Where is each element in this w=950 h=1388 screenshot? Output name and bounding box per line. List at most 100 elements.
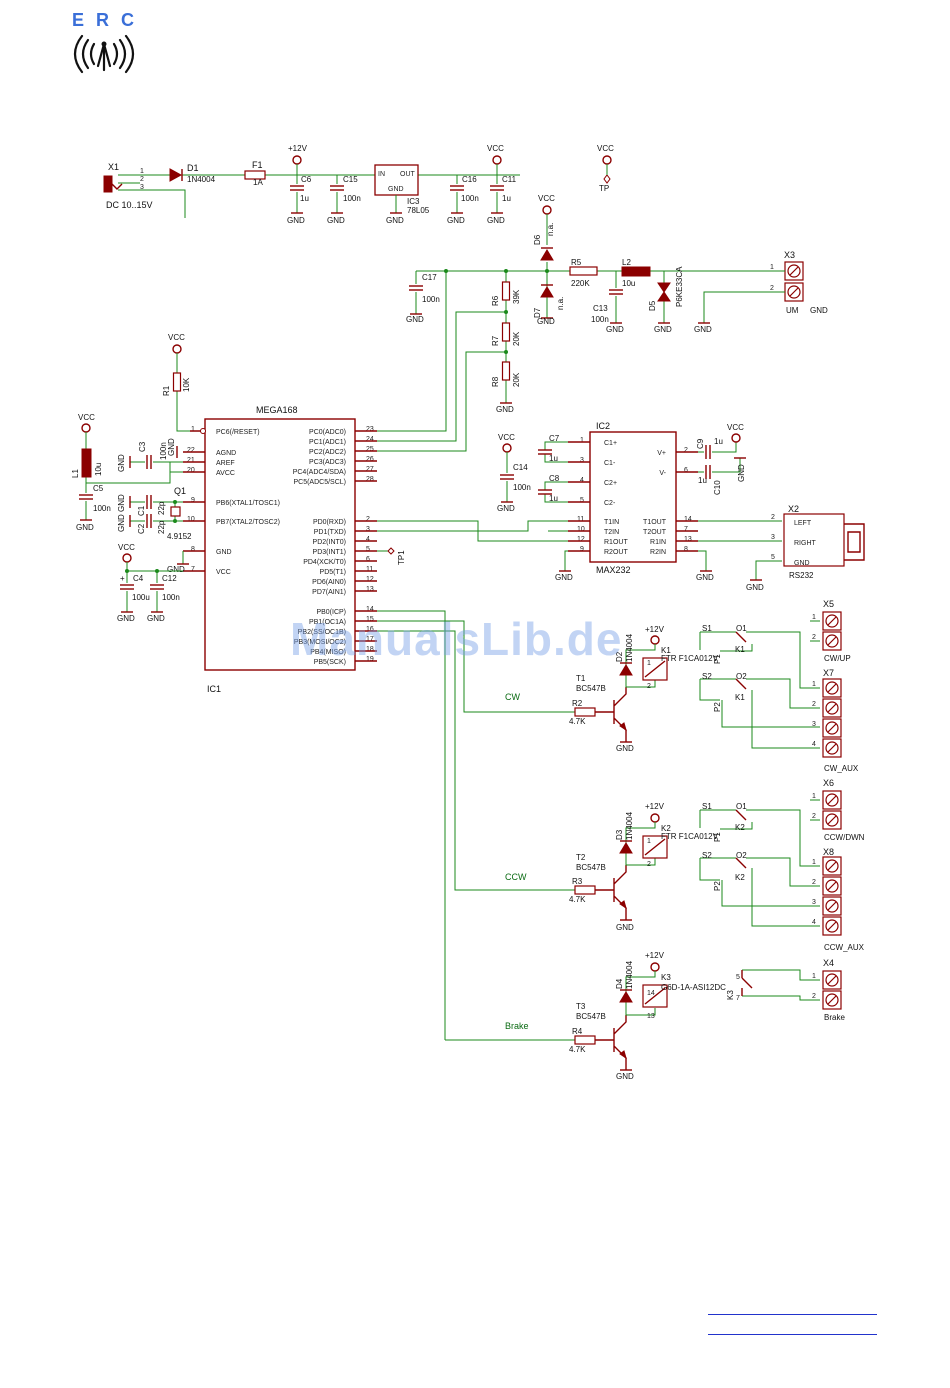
gnd-c12: GND <box>147 614 165 623</box>
c2-value: 22p <box>157 520 166 534</box>
mcu-pin-num-12: 12 <box>366 576 374 583</box>
x2-gnd: GND <box>794 560 810 567</box>
relay-brake-section: Brake R4 4.7K T3 BC547B GND +12V D4 1N40… <box>445 951 845 1081</box>
mcu-pin-num-28: 28 <box>366 476 374 483</box>
d4-ref: D4 <box>615 978 624 989</box>
power-supply-section: X1 DC 10..15V 1 2 3 D1 1N4004 F1 1A +12V… <box>103 144 614 225</box>
mcu-pin-name-pb0: PB0(ICP) <box>316 609 346 616</box>
gnd-c16: GND <box>447 216 465 225</box>
mcu-right-pins: PC0(ADC0) PC1(ADC1) PC2(ADC2) PC3(ADC3) … <box>293 426 374 666</box>
c14-ref: C14 <box>513 463 528 472</box>
max-pin-num-13: 13 <box>684 536 692 543</box>
x7-pin-4: 4 <box>812 741 816 748</box>
x1-pin-2: 2 <box>140 176 144 183</box>
gnd-t1: GND <box>616 744 634 753</box>
dc-jack-x1 <box>103 175 113 193</box>
d6-value: n.a. <box>546 223 555 236</box>
max-pin-num-9: 9 <box>580 546 584 553</box>
vcc-label-r1: VCC <box>168 333 185 342</box>
x8-ref: X8 <box>823 847 834 857</box>
t3-ref: T3 <box>576 1002 586 1011</box>
x5-pin-1: 1 <box>812 614 816 621</box>
d7-value: n.a. <box>556 297 565 310</box>
r4-value: 4.7K <box>569 1045 586 1054</box>
mcu-pin-name-pb5: PB5(SCK) <box>314 659 346 666</box>
k3-contact-pin-7: 7 <box>736 995 740 1002</box>
x6-label: CCW/DWN <box>824 833 865 842</box>
gnd-c14: GND <box>497 504 515 513</box>
k1-o1: O1 <box>736 624 747 633</box>
diode-d1 <box>169 168 183 182</box>
mcu-pin-name-agnd: AGND <box>216 450 236 457</box>
gnd-agnd: GND <box>167 438 176 456</box>
r7-value: 20K <box>512 331 521 346</box>
ic2-value: MAX232 <box>596 565 631 575</box>
mcu-pin-name-pd6: PD6(AIN0) <box>312 579 346 586</box>
microcontroller-section: MEGA168 IC1 PC6(/RESET) AGND AREF AVCC P… <box>71 333 406 694</box>
mcu-pin-name-pd5: PD5(T1) <box>320 569 346 576</box>
mcu-pin-name-aref: AREF <box>216 460 235 467</box>
x4-ref: X4 <box>823 958 834 968</box>
k1-s1: S1 <box>702 624 712 633</box>
footer-link-line-1[interactable] <box>708 1314 877 1315</box>
r7-ref: R7 <box>491 335 500 346</box>
r3-value: 4.7K <box>569 895 586 904</box>
c10-ref: C10 <box>713 480 722 495</box>
k1-o2: O2 <box>736 672 747 681</box>
mcu-pin-num-19: 19 <box>366 656 374 663</box>
r5-value: 220K <box>571 279 590 288</box>
x8-pin-2: 2 <box>812 879 816 886</box>
x1-label: DC 10..15V <box>106 200 153 210</box>
tp1-label: TP1 <box>397 550 406 565</box>
c9-value: 1u <box>714 437 723 446</box>
r5-ref: R5 <box>571 258 582 267</box>
max-pin-name-c2p: C2+ <box>604 480 617 487</box>
c12-ref: C12 <box>162 574 177 583</box>
d6-ref: D6 <box>533 234 542 245</box>
logo-letter-r: R <box>96 10 111 30</box>
k2-o2: O2 <box>736 851 747 860</box>
vcc-label-tp: VCC <box>597 144 614 153</box>
r1-value: 10K <box>182 377 191 392</box>
gnd-c17: GND <box>406 315 424 324</box>
gnd-r2in: GND <box>696 573 714 582</box>
max-pin-num-12: 12 <box>577 536 585 543</box>
vcc-label-c9: VCC <box>727 423 744 432</box>
mcu-pin-name-pd4: PD4(XCK/T0) <box>303 559 346 566</box>
ic3-gnd: GND <box>388 186 404 193</box>
max-pin-num-11: 11 <box>577 516 584 523</box>
mcu-pin-num-20: 20 <box>187 467 195 474</box>
k2-pin-2: 2 <box>647 861 651 868</box>
c4-ref: C4 <box>133 574 144 583</box>
mcu-left-pins: PC6(/RESET) AGND AREF AVCC PB6(XTAL1/TOS… <box>187 426 280 576</box>
gnd-c5: GND <box>76 523 94 532</box>
inductor-l1 <box>81 448 92 478</box>
gnd-pin8: GND <box>167 565 185 574</box>
mcu-pin-num-1: 1 <box>191 426 195 433</box>
plus12v-k3: +12V <box>645 951 665 960</box>
max-pin-num-1: 1 <box>580 437 584 444</box>
r2-ref: R2 <box>572 699 583 708</box>
resistor-r2 <box>574 707 596 717</box>
x3-pin-2: 2 <box>770 285 774 292</box>
mcu-pin-num-3: 3 <box>366 526 370 533</box>
c16-ref: C16 <box>462 175 477 184</box>
mcu-pin-name-gnd: GND <box>216 549 232 556</box>
c7-ref: C7 <box>549 434 560 443</box>
r8-ref: R8 <box>491 376 500 387</box>
mcu-pin-num-25: 25 <box>366 446 374 453</box>
x5-ref: X5 <box>823 599 834 609</box>
gnd-c2: GND <box>117 514 126 532</box>
vcc-label-l1: VCC <box>78 413 95 422</box>
t1-ref: T1 <box>576 674 586 683</box>
l2-value: 10u <box>622 279 635 288</box>
footer-link-line-2[interactable] <box>708 1334 877 1335</box>
max-pin-name-t1out: T1OUT <box>643 519 667 526</box>
d5-value: P6KE33CA <box>675 266 684 307</box>
max-pin-name-t1in: T1IN <box>604 519 619 526</box>
c8-value: 1u <box>549 494 558 503</box>
x1-ref: X1 <box>108 162 119 172</box>
mcu-pin-name-pc3: PC3(ADC3) <box>309 459 346 466</box>
signal-brake: Brake <box>505 1021 529 1031</box>
resistor-r4 <box>574 1035 596 1045</box>
